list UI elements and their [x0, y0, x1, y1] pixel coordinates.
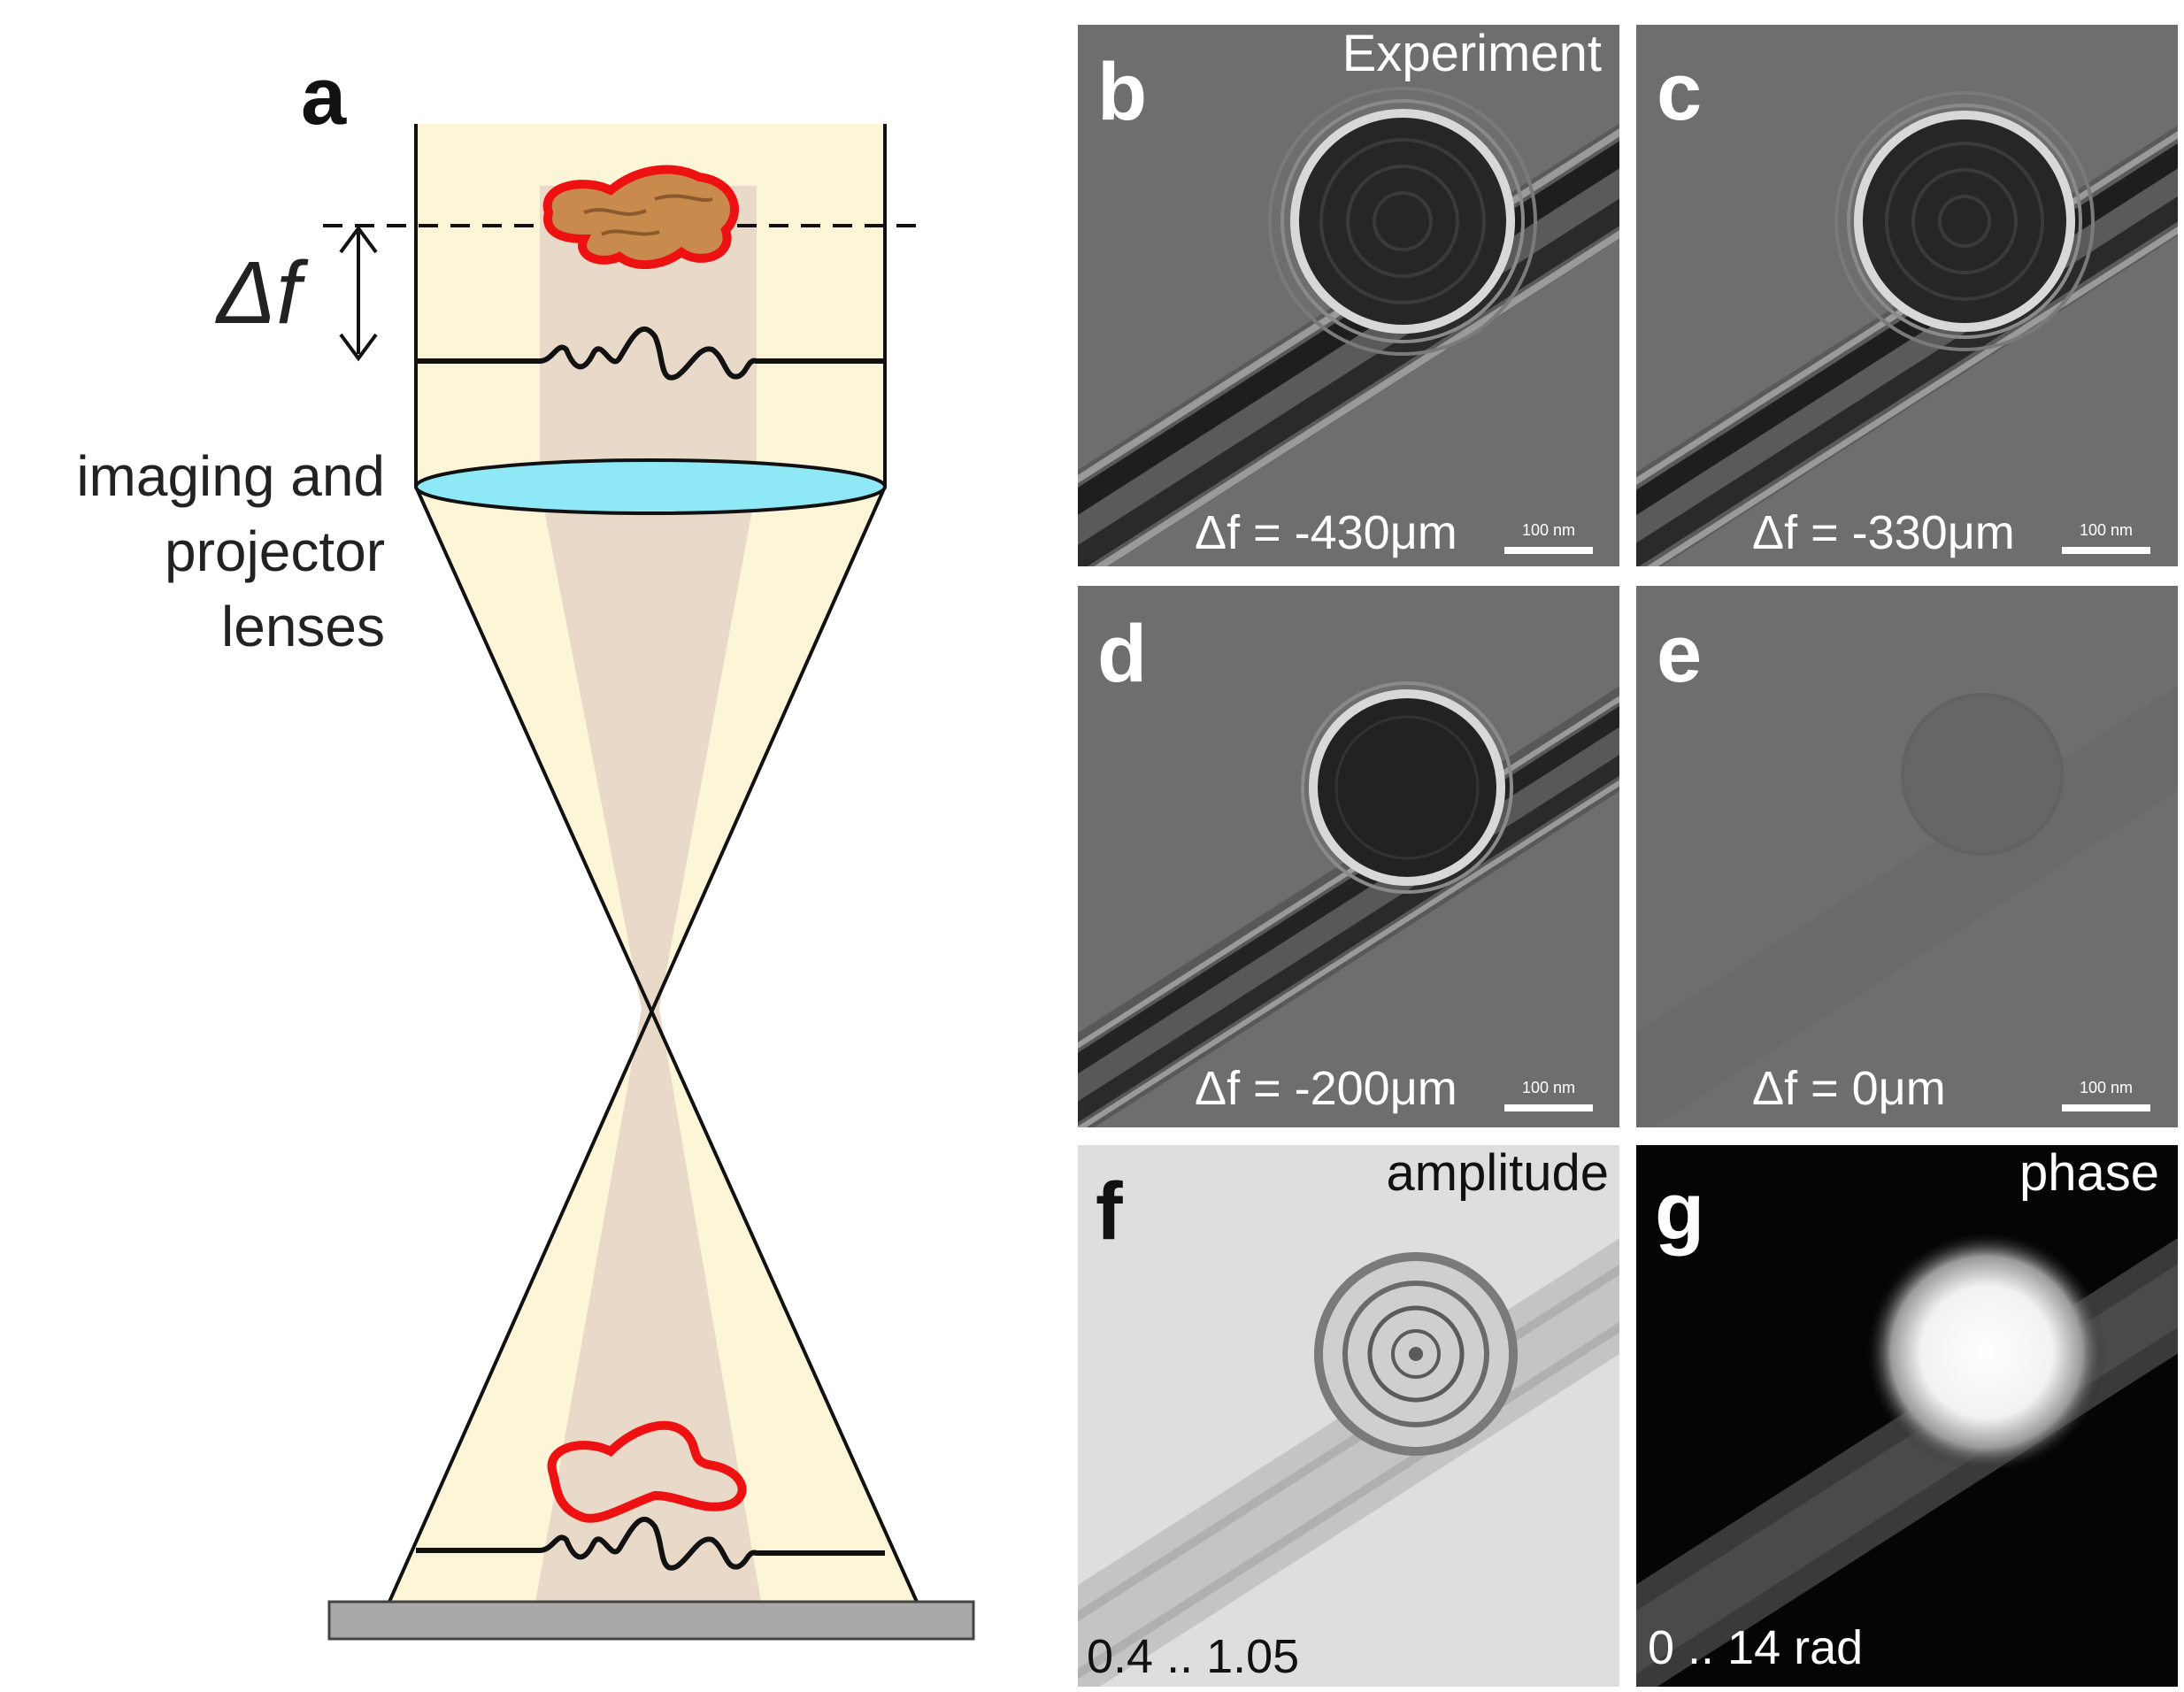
panel-g-header: phase [2019, 1144, 2159, 1202]
defocus-arrow-head-top [339, 225, 378, 254]
nanoparticle [1314, 1252, 1518, 1456]
panel-a-schematic: a Δf imaging and projector lenses [76, 51, 975, 1641]
inner-beam-upper [540, 487, 757, 1009]
panel-c-scalebar-label: 100 nm [2080, 521, 2133, 539]
ray-left-upper [414, 486, 919, 1603]
panel-letter-c: c [1657, 47, 1702, 137]
lens-label-line-1: imaging and [76, 444, 385, 508]
wave-upper [416, 327, 885, 381]
object-specimen [542, 165, 739, 270]
nanowire [1636, 685, 2178, 1127]
defocus-symbol: Δf [215, 243, 309, 342]
panel-e-scalebar-label: 100 nm [2080, 1079, 2133, 1096]
lens [414, 458, 887, 515]
panel-d-caption: Δf = -200μm [1195, 1062, 1457, 1115]
inner-beam-lower [535, 1009, 761, 1602]
panel-b-micrograph [1078, 25, 1619, 566]
nanoparticle [1301, 681, 1513, 894]
panel-g-phase [1636, 1145, 2178, 1687]
panel-letter-e: e [1657, 609, 1702, 699]
defocus-arrow-head-bottom [339, 333, 378, 362]
panel-f-range: 0.4 .. 1.05 [1087, 1630, 1299, 1683]
panel-g-range: 0 .. 14 rad [1648, 1621, 1863, 1674]
lens-label-line-3: lenses [221, 595, 385, 658]
panel-letter-d: d [1097, 609, 1147, 699]
panel-b-scalebar-label: 100 nm [1522, 521, 1575, 539]
nanoparticle [1901, 693, 2064, 856]
panel-letter-a: a [301, 51, 347, 142]
panel-b-caption: Δf = -430μm [1195, 506, 1457, 559]
panel-f-amplitude [1078, 1145, 1619, 1687]
object-image [547, 1420, 747, 1523]
panel-letter-b: b [1097, 47, 1147, 137]
detector-plate [327, 1600, 975, 1641]
panel-letter-g: g [1655, 1166, 1704, 1257]
nanoparticle [1268, 87, 1537, 356]
wave-lower [416, 1517, 885, 1571]
ray-right-upper [388, 486, 887, 1603]
panel-d-scalebar-label: 100 nm [1522, 1079, 1575, 1096]
object-texture [583, 194, 713, 236]
panel-b-header: Experiment [1342, 25, 1602, 82]
nanowire [1078, 686, 1619, 1127]
lens-label-line-2: projector [165, 519, 385, 583]
panel-c-micrograph [1636, 25, 2178, 566]
panel-letter-f: f [1096, 1166, 1123, 1257]
panel-f-header: amplitude [1387, 1144, 1609, 1202]
nanoparticle [1867, 1233, 2106, 1472]
panel-e-micrograph [1636, 586, 2178, 1127]
panel-c-caption: Δf = -330μm [1752, 506, 2015, 559]
panel-d-micrograph [1078, 586, 1619, 1127]
nanoparticle [1834, 91, 2095, 351]
panel-e-caption: Δf = 0μm [1752, 1062, 1946, 1115]
nanowire [1636, 1237, 2178, 1687]
nanowire [1636, 125, 2178, 566]
nanowire [1078, 1238, 1619, 1687]
